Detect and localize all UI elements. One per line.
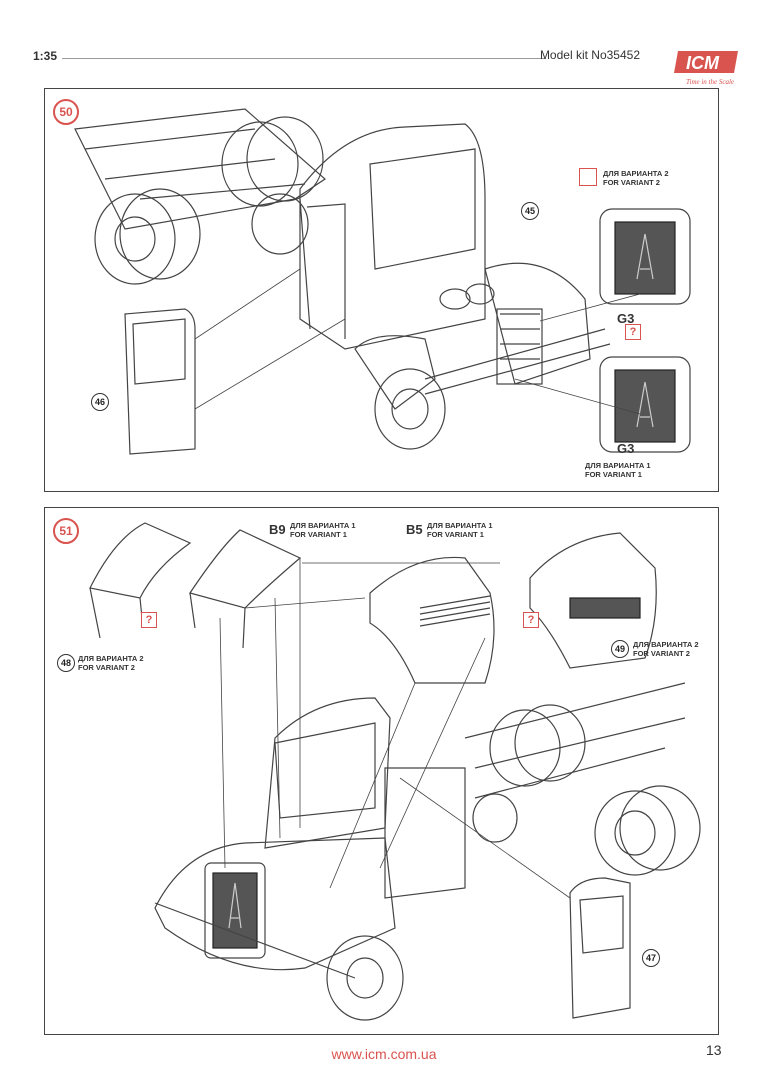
part-number-47: 47 xyxy=(642,949,660,967)
question-mark-icon: ? xyxy=(523,612,539,628)
scale-label: 1:35 xyxy=(33,49,58,63)
part-code-b5: B5 xyxy=(406,522,423,537)
step-51-illustration xyxy=(89,522,701,1021)
part-number-49: 49 xyxy=(611,640,629,658)
question-mark-icon: ? xyxy=(141,612,157,628)
part-code-g3-variant-1: G3 xyxy=(617,441,635,456)
paint-icon xyxy=(579,168,597,186)
part-number-48: 48 xyxy=(57,654,75,672)
question-mark-icon: ? xyxy=(625,324,641,340)
part-number-46: 46 xyxy=(91,393,109,411)
icm-logo: ICM Time in the Scale xyxy=(674,51,738,86)
part-code-b9: B9 xyxy=(269,522,286,537)
step-number: 51 xyxy=(53,518,79,544)
svg-text:Time in the Scale: Time in the Scale xyxy=(686,78,734,86)
part-number-45: 45 xyxy=(521,202,539,220)
step-50-illustration xyxy=(74,108,691,455)
step-number: 50 xyxy=(53,99,79,125)
header-rule xyxy=(62,58,546,59)
footer-url: www.icm.com.ua xyxy=(331,1046,437,1062)
model-kit-number: Model kit No35452 xyxy=(539,48,640,62)
page-number: 13 xyxy=(706,1042,722,1058)
svg-text:ICM: ICM xyxy=(686,53,720,73)
part-code-g3-variant-2: G3 xyxy=(617,311,635,326)
